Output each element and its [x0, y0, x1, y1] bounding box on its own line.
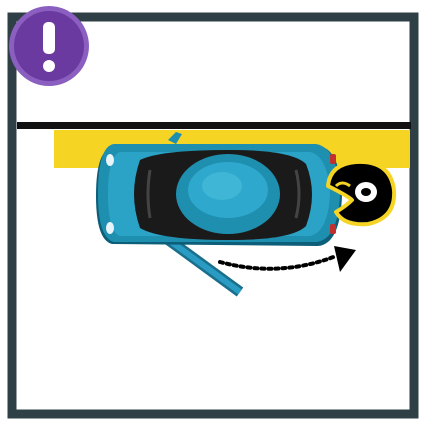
exclamation-icon [9, 6, 89, 86]
curb-line [17, 122, 411, 129]
car-icon [96, 132, 342, 246]
cyclist-icon [328, 162, 394, 224]
